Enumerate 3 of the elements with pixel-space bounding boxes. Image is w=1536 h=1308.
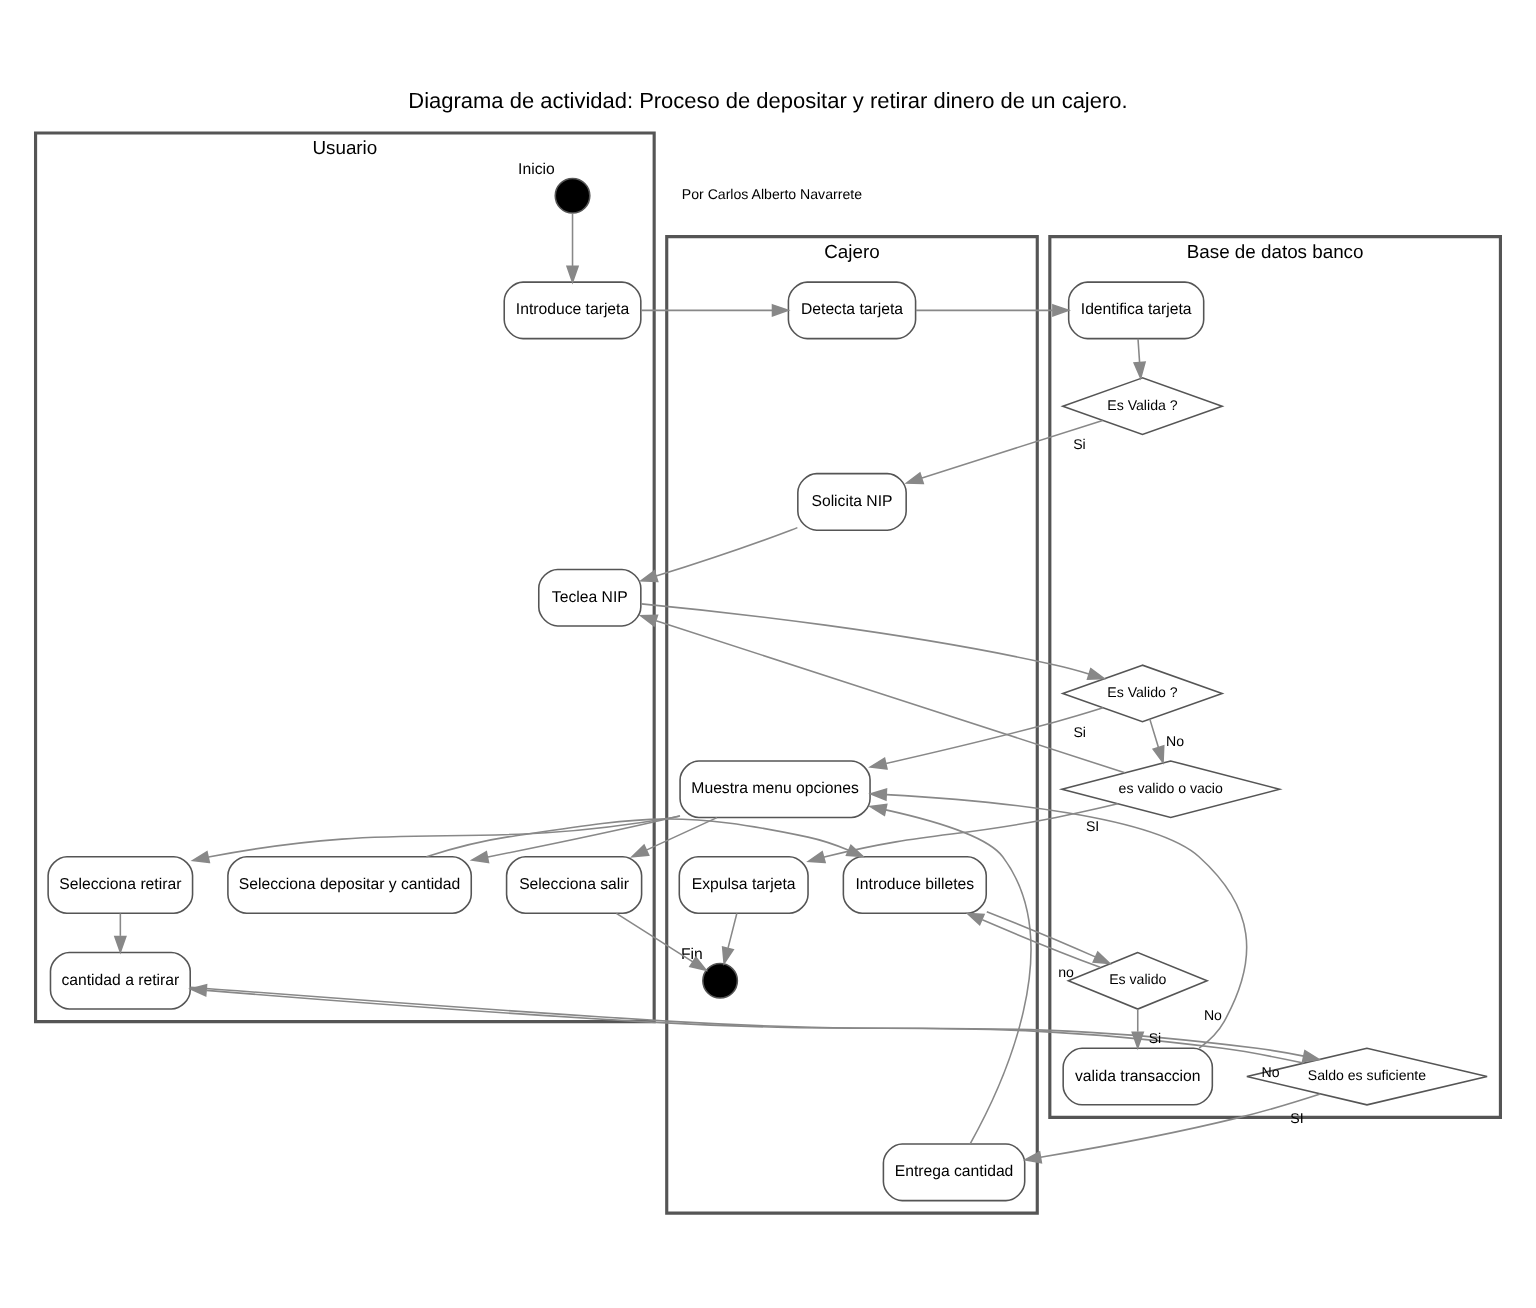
node-label: Inicio	[518, 158, 555, 177]
node-label: Fin	[680, 943, 703, 962]
diagram-title: Diagrama de actividad: Proceso de depositar y retirar dinero de un cajero.	[408, 89, 1128, 114]
